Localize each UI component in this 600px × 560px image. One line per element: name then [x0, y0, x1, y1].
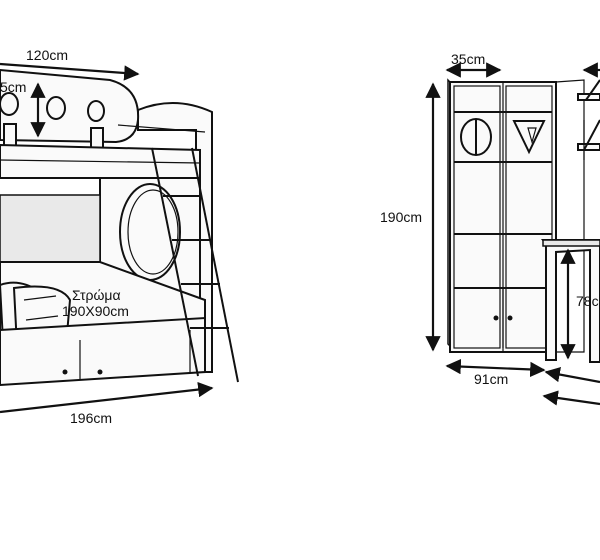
lower-bed-frame: [0, 316, 206, 387]
door-knob-icon: [493, 315, 499, 321]
shelf-depth-label: 35cm: [451, 51, 485, 67]
bed-width-label: 120cm: [26, 47, 68, 63]
circle-vertical-line-icon: [460, 118, 492, 156]
bed-length-label: 196cm: [70, 410, 112, 426]
shelf-height-label: 190cm: [380, 209, 422, 225]
bed-width-dimension: [0, 62, 140, 81]
shelf-unit: 35cm 190cm 91cm 78c: [380, 51, 600, 406]
headboard-height-label: 5cm: [0, 79, 26, 95]
porthole-icon: [0, 92, 19, 116]
triangle-down-icon: [512, 120, 546, 155]
wall-shelf: [577, 62, 600, 160]
mattress-title-label: Στρώμα: [72, 287, 121, 303]
desk-depth-dimension: [542, 390, 600, 406]
desk-width-dimension: [544, 366, 600, 384]
porthole-icon: [46, 96, 66, 120]
ladder: [151, 147, 239, 383]
headboard-bracket: [3, 123, 17, 147]
door-knob-icon: [507, 315, 513, 321]
shelf-width-label: 91cm: [474, 371, 508, 387]
porthole-icon: [87, 100, 105, 122]
shelf-width-dimension: [445, 358, 546, 378]
bunk-bed: 120cm 5cm Στρώμα 190X90cm 196cm: [0, 47, 239, 426]
bed-length-dimension: [0, 381, 214, 414]
drawer-knob-icon: [62, 369, 68, 375]
drawer-knob-icon: [97, 369, 103, 375]
side-porthole-icon: [119, 183, 181, 281]
mattress-size-label: 190X90cm: [62, 303, 129, 319]
desk-height-label: 78c: [576, 293, 599, 309]
